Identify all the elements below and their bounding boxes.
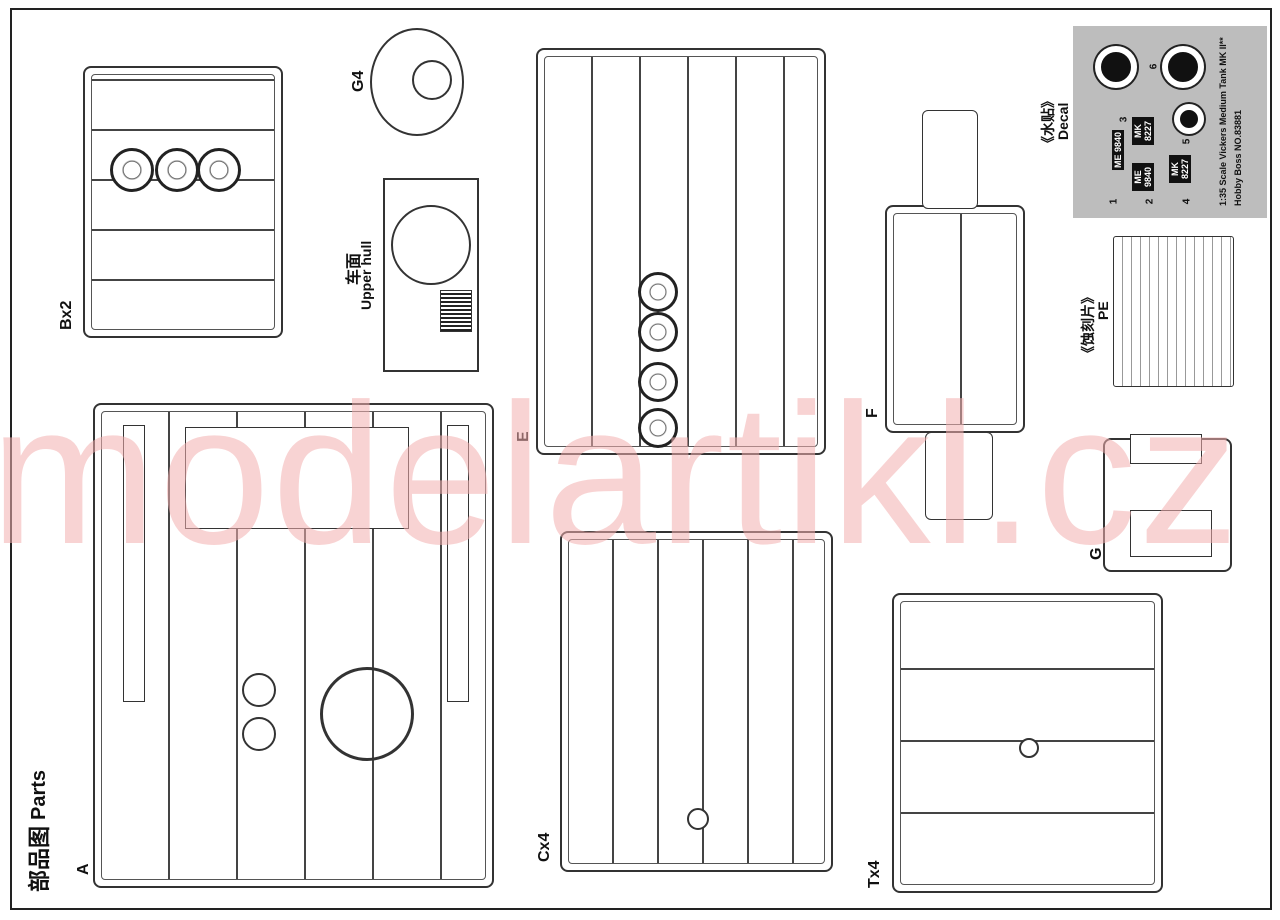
sprocket-part — [638, 312, 678, 352]
decal-num-4: 4 — [1181, 198, 1193, 205]
sprue-t — [892, 593, 1163, 893]
sprue-g-label: G — [1088, 547, 1105, 560]
side-rail-right — [447, 425, 469, 702]
sprue-t-label: Tx4 — [866, 860, 883, 888]
sprue-b-label: Bx2 — [58, 300, 75, 330]
sprue-f-label: F — [864, 408, 881, 418]
roundel-decal-small — [1174, 104, 1204, 134]
side-rail-left — [123, 425, 145, 702]
wheel-part — [110, 148, 154, 192]
decal-num-1: 1 — [1108, 198, 1120, 205]
hull-plate — [1130, 434, 1202, 464]
upper-hull-label-en: Upper hull — [358, 240, 374, 310]
round-part — [242, 717, 276, 751]
decal-title: 1:35 Scale Vickers Medium Tank MK II** — [1218, 37, 1228, 206]
engine-grille — [440, 290, 472, 332]
hull-top-plate — [185, 427, 409, 529]
decal-num-2: 2 — [1144, 198, 1156, 205]
wheel-part — [155, 148, 199, 192]
sprue-f — [885, 205, 1025, 433]
sprue-f-runners — [893, 213, 1017, 425]
parts-title-en: Parts — [28, 769, 50, 820]
parts-title-cn: 部品图 — [27, 825, 52, 892]
decal-1: ME 9840 — [1112, 129, 1125, 171]
decal-4: MK 8227 — [1169, 155, 1191, 183]
sprue-b-runners — [91, 74, 275, 330]
part-g4 — [370, 28, 464, 136]
decal-2: ME 9840 — [1132, 163, 1154, 191]
sprue-g — [1103, 434, 1232, 572]
turret-ring — [391, 205, 471, 285]
round-part — [242, 673, 276, 707]
part-g4-label: G4 — [350, 70, 367, 92]
sprue-e — [536, 48, 826, 455]
decal-num-6: 6 — [1148, 63, 1160, 70]
hatch-ring — [412, 60, 452, 100]
decal-num-3: 3 — [1118, 116, 1130, 123]
floor-plate — [1130, 510, 1212, 557]
sprue-a-label: A — [75, 863, 92, 875]
sprocket-part — [638, 408, 678, 448]
sprue-c — [560, 531, 833, 872]
sprue-t-hub — [1019, 738, 1039, 758]
sprue-c-label: Cx4 — [536, 832, 553, 862]
pe-fret — [1113, 236, 1234, 387]
decal-label-en: Decal — [1055, 102, 1071, 140]
sprocket-part — [638, 272, 678, 312]
decal-sheet: ME 9840 ME 9840 MK 8227 MK 8227 1 2 3 4 … — [1073, 26, 1267, 218]
decal-maker: Hobby Boss NO.83881 — [1233, 109, 1243, 206]
sprue-b — [83, 66, 283, 338]
sprocket-part — [638, 362, 678, 402]
sprue-e-label: E — [515, 431, 532, 442]
upper-hull-part — [383, 178, 479, 372]
sheet-border — [10, 8, 1272, 910]
sprue-f-bottom — [925, 432, 993, 520]
pe-label-en: PE — [1095, 301, 1111, 320]
turret-ring-part — [320, 667, 414, 761]
wheel-part — [197, 148, 241, 192]
sprue-c-hub — [687, 808, 709, 830]
roundel-decal — [1095, 46, 1137, 88]
decal-num-5: 5 — [1181, 138, 1193, 145]
roundel-decal — [1162, 46, 1204, 88]
sprue-a — [93, 403, 494, 888]
decal-3: MK 8227 — [1132, 117, 1154, 145]
sprue-e-runners — [544, 56, 818, 447]
sprue-f-top — [922, 110, 978, 209]
